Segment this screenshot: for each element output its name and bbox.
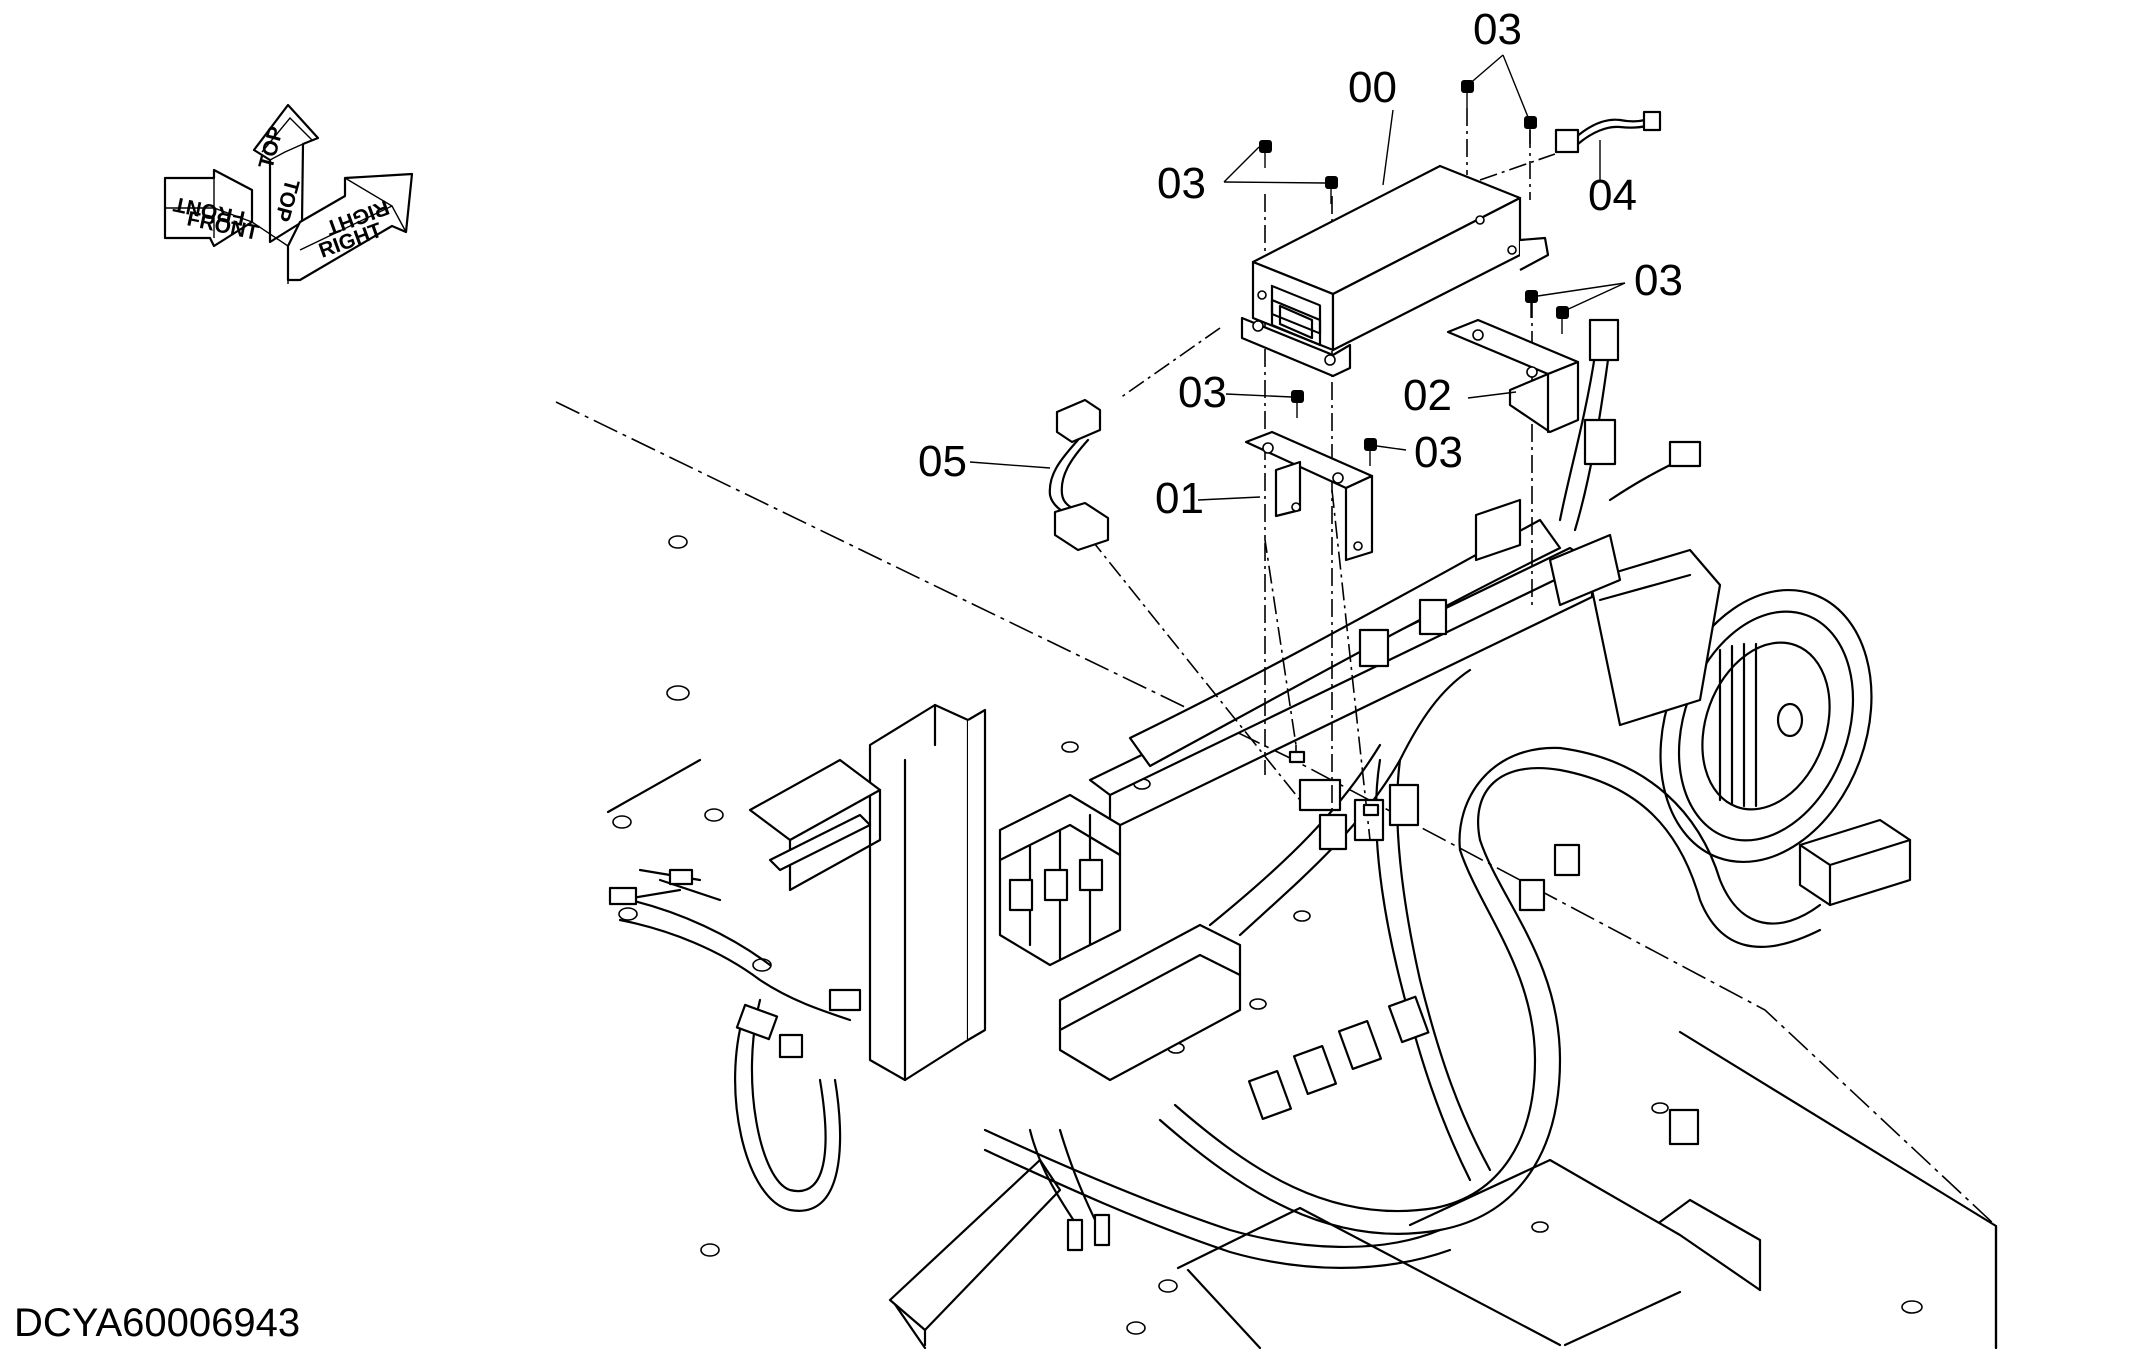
- harness-frame: [748, 518, 1873, 1347]
- callout-05: 05: [918, 437, 967, 486]
- relay-block: [998, 793, 1122, 967]
- controller-box: [1240, 164, 1550, 378]
- bolts: [1259, 80, 1569, 817]
- harness-lead: [1048, 398, 1110, 552]
- wiring-harness: [608, 318, 1912, 1269]
- bolt-4: [1524, 116, 1537, 144]
- blower-housing: [1588, 548, 1873, 864]
- callout-03-lower: 03: [1414, 428, 1463, 477]
- bolt-7: [1291, 390, 1304, 418]
- drawing-code: DCYA60006943: [14, 1301, 300, 1345]
- callout-03-left: 03: [1157, 159, 1206, 208]
- callout-labels: 00 01 02 03 03 03 03 03 04 05: [918, 5, 1683, 523]
- bracket-left: [1244, 430, 1374, 562]
- bolt-1: [1259, 140, 1272, 168]
- bolt-3: [1461, 80, 1474, 108]
- orientation-icon: TOP TOP FRONT FRONT RIGHT RIGHT: [163, 103, 414, 284]
- callout-02: 02: [1403, 371, 1452, 420]
- callout-00: 00: [1348, 63, 1397, 112]
- bracket-right: [1446, 318, 1580, 434]
- bolt-5: [1525, 290, 1538, 318]
- callout-03-right: 03: [1634, 256, 1683, 305]
- callout-04: 04: [1588, 171, 1637, 220]
- floor-plate: [555, 401, 1998, 1349]
- short-harness: [1554, 110, 1662, 154]
- bolt-8: [1364, 438, 1377, 466]
- callout-leaders: [969, 54, 1626, 501]
- callout-03-mid: 03: [1178, 368, 1227, 417]
- callout-01: 01: [1155, 474, 1204, 523]
- bolt-2: [1325, 176, 1338, 204]
- callout-03-top: 03: [1473, 5, 1522, 54]
